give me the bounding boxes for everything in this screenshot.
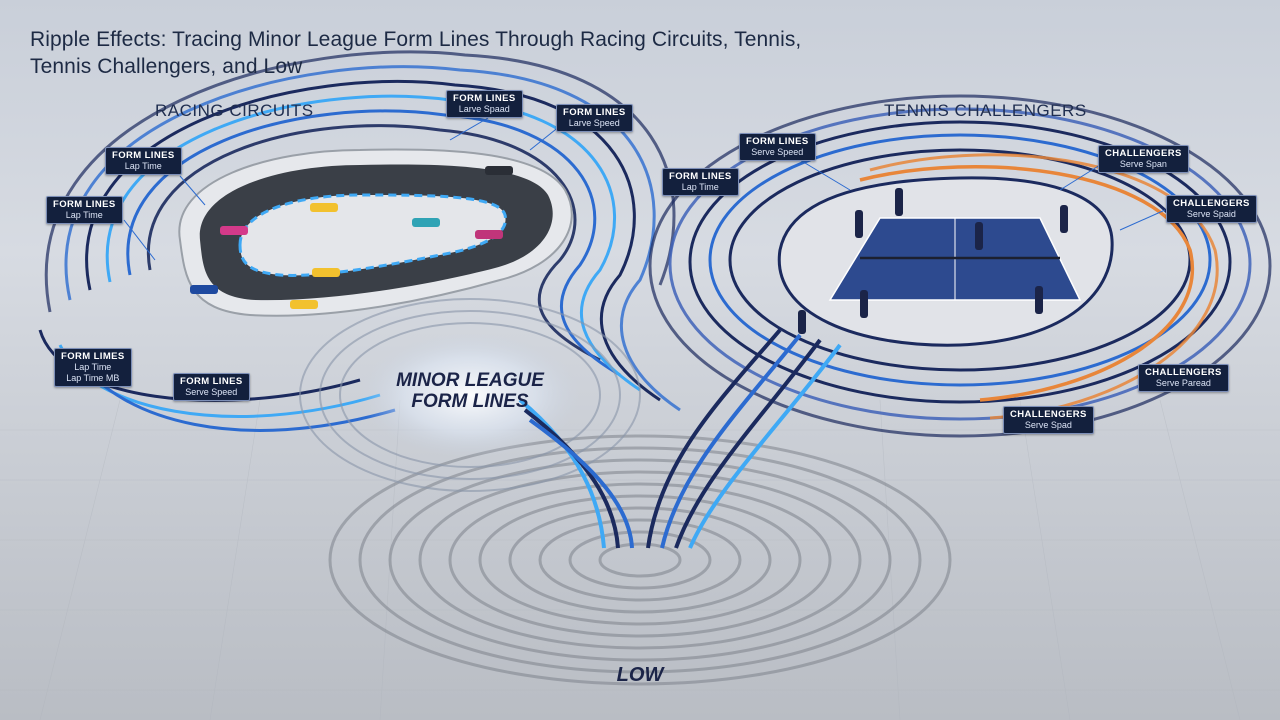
title-line-2: Tennis Challengers, and Low [30,55,303,78]
center-glow [360,333,580,457]
tennis-challengers-label: TENNIS CHALLENGERS [884,101,1087,120]
tag-metric: Serve Spad [1024,420,1072,430]
tag-form-lines-top-1: FORM LINES Larve Spaad [446,90,523,118]
title-line-1: Ripple Effects: Tracing Minor League For… [30,28,802,51]
tennis-arena [777,176,1114,347]
low-label: LOW [616,664,664,686]
race-car [190,285,218,294]
tag-challengers-2: CHALLENGERS Serve Spaid [1166,195,1257,223]
tag-metric: Lap Time [65,210,103,220]
tag-metric: Serve Speed [185,387,238,397]
race-car [312,268,340,277]
floor-grid [0,399,1280,720]
tag-title: FORM LIMES [61,351,125,362]
tag-title: CHALLENGERS [1010,409,1087,420]
tag-title: FORM LINES [563,107,626,118]
tag-metric: Lap Time [74,362,112,372]
tag-title: FORM LINES [453,93,516,104]
racing-circuits-label: RACING CIRCUITS [155,101,314,120]
minor-league-form-lines-label: MINOR LEAGUE FORM LINES [380,370,560,412]
tag-title: CHALLENGERS [1173,198,1250,209]
race-car [475,230,503,239]
funnel-lines [518,328,842,549]
race-car [485,166,513,175]
race-car [412,218,440,227]
tag-metric: Lap Time [681,182,719,192]
tag-form-lines-left-3: FORM LIMES Lap Time Lap Time MB [54,348,132,387]
tennis-ripples [648,94,1272,438]
race-car [220,226,248,235]
tag-challengers-1: CHALLENGERS Serve Span [1098,145,1189,173]
page-title: Ripple Effects: Tracing Minor League For… [30,26,990,80]
race-car [290,300,318,309]
tag-metric: Larve Speed [568,118,620,128]
tag-metric: Lap Time [124,161,162,171]
tag-form-lines-left-1: FORM LINES Lap Time [105,147,182,175]
tag-title: FORM LINES [746,136,809,147]
tag-title: CHALLENGERS [1145,367,1222,378]
tag-form-lines-mid-2: FORM LINES Lap Time [662,168,739,196]
tag-form-lines-left-4: FORM LINES Serve Speed [173,373,250,401]
tag-title: FORM LINES [669,171,732,182]
tag-connectors [123,117,1166,261]
low-ripples [328,434,952,686]
tag-title: FORM LINES [180,376,243,387]
tennis-players [798,188,1068,334]
tag-metric: Serve Spaid [1186,209,1236,219]
tag-title: FORM LINES [112,150,175,161]
tag-challengers-3: CHALLENGERS Serve Paread [1138,364,1229,392]
center-label-line-2: FORM LINES [411,391,529,412]
tag-title: FORM LINES [53,199,116,210]
racing-track [178,148,573,317]
tag-form-lines-top-2: FORM LINES Larve Speed [556,104,633,132]
tag-metric: Serve Speed [751,147,804,157]
tag-challengers-4: CHALLENGERS Serve Spad [1003,406,1094,434]
center-ripples [299,298,641,492]
tag-form-lines-mid-1: FORM LINES Serve Speed [739,133,816,161]
race-car [310,203,338,212]
center-label-line-1: MINOR LEAGUE [396,370,544,391]
tag-metric: Serve Paread [1155,378,1211,388]
tag-form-lines-left-2: FORM LINES Lap Time [46,196,123,224]
tag-metric: Larve Spaad [458,104,510,114]
tag-metric: Serve Span [1119,159,1167,169]
tag-metric-2: Lap Time MB [66,373,120,383]
tag-title: CHALLENGERS [1105,148,1182,159]
